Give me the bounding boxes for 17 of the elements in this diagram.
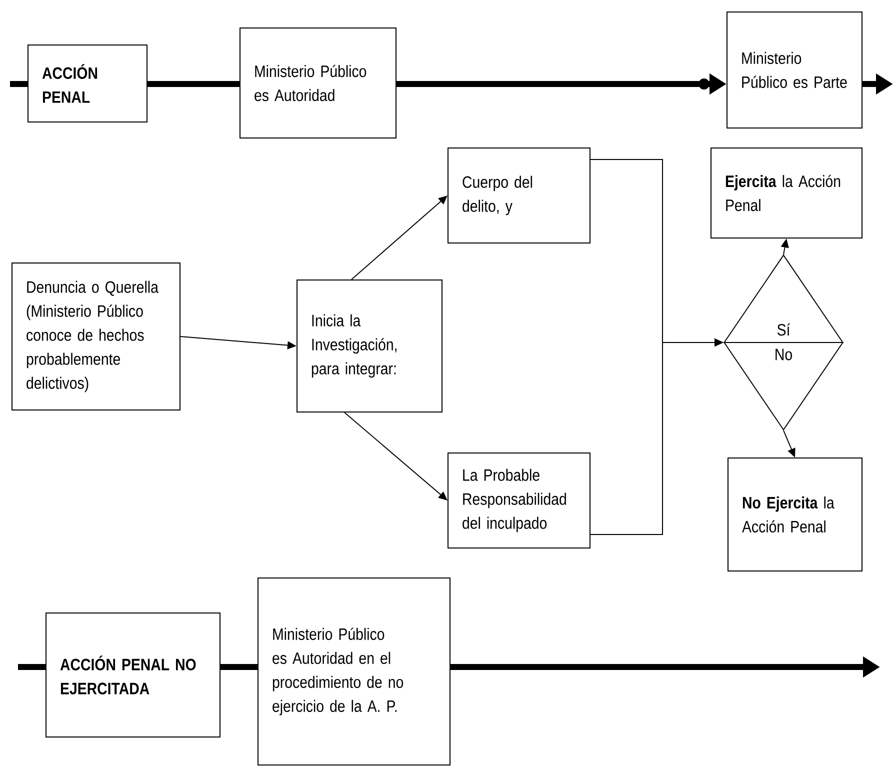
title-box: ACCIÓN PENAL — [28, 44, 148, 122]
process-box: Cuerpo del delito, y — [448, 147, 590, 244]
arrow — [351, 196, 448, 280]
process-box: Ministerio Público es Autoridad — [240, 27, 396, 138]
process-box: La Probable Responsabilidad del inculpado — [448, 452, 590, 548]
connector-line — [10, 80, 28, 87]
process-box: Denuncia o Querella (Ministerio Público conoce de hechos probablemente delictivos) — [12, 262, 180, 410]
process-box: Ministerio Público es Parte — [726, 11, 862, 128]
process-box: Inicia la Investigación, para integrar: — [296, 279, 442, 412]
connector-line — [220, 664, 258, 670]
result-box: Ejercita la Acción Penal — [710, 147, 862, 238]
arrow — [344, 412, 448, 500]
title-box: ACCIÓN PENAL NO EJERCITADA — [46, 612, 220, 738]
result-box: No Ejercita la Acción Penal — [728, 457, 862, 572]
connector-line — [18, 664, 46, 670]
connector-line — [148, 80, 240, 87]
process-box: Ministerio Público es Autoridad en el procedimiento de no ejercicio de la A. P. — [258, 577, 450, 766]
